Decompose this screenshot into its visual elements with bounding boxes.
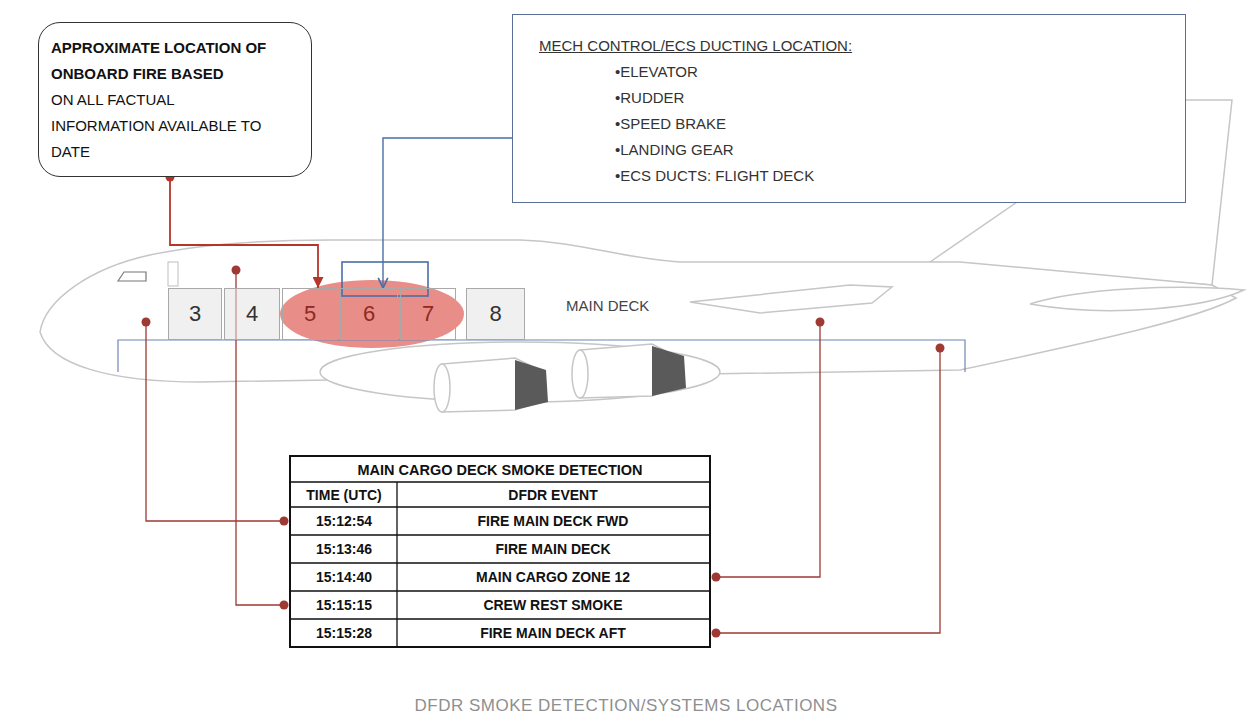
ducting-location-box	[342, 262, 428, 296]
table-cell-event: FIRE MAIN DECK	[397, 535, 709, 563]
list-item: •RUDDER	[615, 85, 1175, 111]
list-item: •ELEVATOR	[615, 59, 1175, 85]
list-item: •ECS DUCTS: FLIGHT DECK	[615, 163, 1175, 189]
leader-line	[716, 322, 820, 577]
sensor-dot	[142, 318, 151, 327]
systems-list-box: MECH CONTROL/ECS DUCTING LOCATION:•ELEVA…	[512, 14, 1186, 203]
leader-dot	[712, 573, 721, 582]
table-cell-time: 15:12:54	[291, 507, 397, 535]
table-grid	[290, 482, 710, 647]
sensor-dot	[816, 318, 825, 327]
engine-exhaust	[515, 360, 548, 410]
zone-number: 7	[422, 301, 434, 327]
cargo-zone-box: 6	[340, 288, 398, 340]
table-column-header: DFDR EVENT	[397, 482, 709, 507]
horizontal-stabilizer	[1030, 287, 1244, 310]
engine-intake	[434, 364, 450, 412]
cargo-zone-box: 4	[224, 288, 280, 340]
table-title: MAIN CARGO DECK SMOKE DETECTION	[291, 457, 709, 482]
table-cell-time: 15:15:15	[291, 591, 397, 619]
zone-number: 8	[489, 301, 501, 327]
list-item: •LANDING GEAR	[615, 137, 1175, 163]
cargo-zone-box: 5	[282, 288, 338, 340]
cargo-zone-box: 8	[466, 288, 525, 340]
cargo-zone-box: 3	[168, 288, 222, 340]
callout-arrow	[383, 138, 512, 288]
zone-number: 3	[189, 301, 201, 327]
deck-label: MAIN DECK	[566, 292, 706, 318]
far-wing	[690, 285, 892, 313]
cockpit-window	[118, 272, 146, 281]
table-cell-time: 15:14:40	[291, 563, 397, 591]
door	[168, 262, 178, 286]
callout-text: ON ALL FACTUAL INFORMATION AVAILABLE TO …	[51, 87, 279, 165]
zone-number: 4	[246, 301, 258, 327]
list-item: •SPEED BRAKE	[615, 111, 1175, 137]
callout-heading: APPROXIMATE LOCATION OF ONBOARD FIRE BAS…	[51, 35, 279, 87]
table-cell-event: MAIN CARGO ZONE 12	[397, 563, 709, 591]
callout-box: APPROXIMATE LOCATION OF ONBOARD FIRE BAS…	[38, 22, 312, 177]
table-cell-time: 15:13:46	[291, 535, 397, 563]
engine-intake	[572, 350, 588, 398]
main-deck-bracket	[118, 340, 965, 372]
sensor-dot	[232, 266, 241, 275]
engine-exhaust	[652, 346, 686, 396]
table-column-header: TIME (UTC)	[291, 482, 397, 507]
fire-zone	[280, 280, 464, 348]
sensor-dot	[936, 344, 945, 353]
table-cell-event: CREW REST SMOKE	[397, 591, 709, 619]
table-cell-time: 15:15:28	[291, 619, 397, 647]
leader-line	[716, 348, 940, 633]
zone-number: 5	[304, 301, 316, 327]
callout-arrow	[170, 177, 318, 288]
table-cell-event: FIRE MAIN DECK AFT	[397, 619, 709, 647]
list-heading: MECH CONTROL/ECS DUCTING LOCATION:	[539, 33, 1175, 59]
table-border	[290, 456, 710, 647]
cargo-zone-box: 7	[400, 288, 456, 340]
zone-number: 6	[363, 301, 375, 327]
leader-dot	[280, 517, 289, 526]
leader-line	[146, 322, 284, 521]
figure-caption: DFDR SMOKE DETECTION/SYSTEMS LOCATIONS	[0, 692, 1252, 720]
leader-dot	[280, 601, 289, 610]
leader-dot	[712, 629, 721, 638]
table-cell-event: FIRE MAIN DECK FWD	[397, 507, 709, 535]
